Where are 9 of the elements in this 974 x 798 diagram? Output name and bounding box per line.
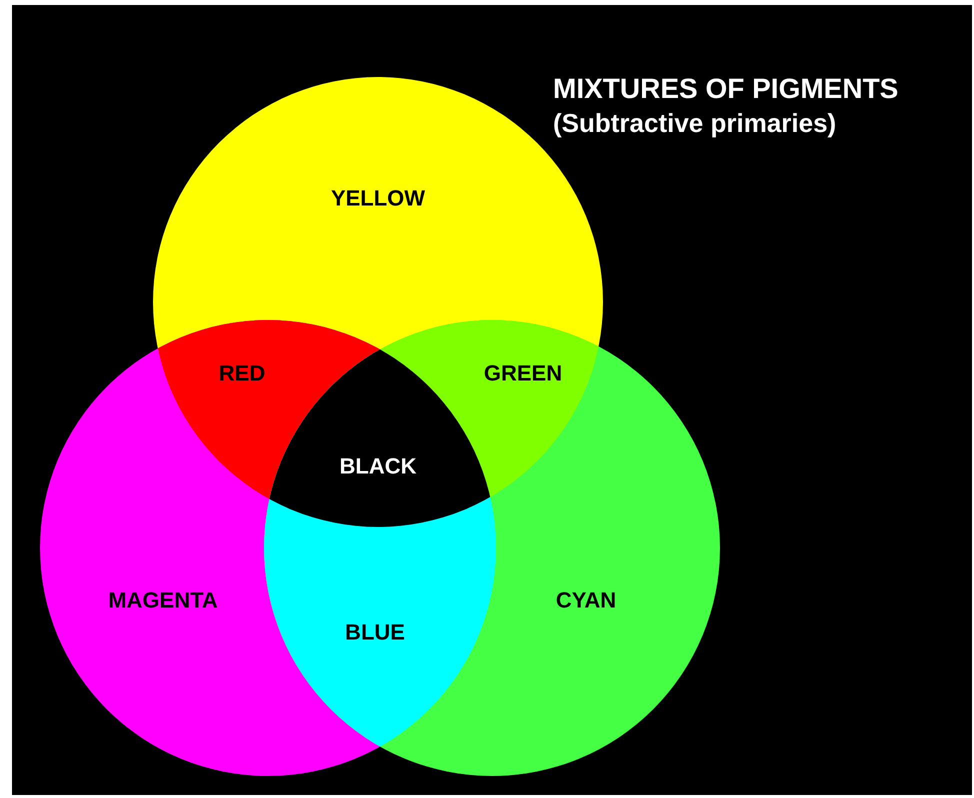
region-label: YELLOW	[330, 184, 426, 212]
region-label: GREEN	[484, 360, 562, 388]
region-label: CYAN	[556, 586, 616, 614]
subtitle: (Subtractive primaries)	[553, 107, 838, 140]
diagram-title: MIXTURES OF PIGMENTS	[553, 72, 898, 106]
region-label: BLACK	[340, 452, 416, 480]
region-label: MAGENTA	[108, 586, 218, 614]
region-label: BLUE	[345, 618, 405, 646]
region-label: RED	[218, 360, 266, 388]
